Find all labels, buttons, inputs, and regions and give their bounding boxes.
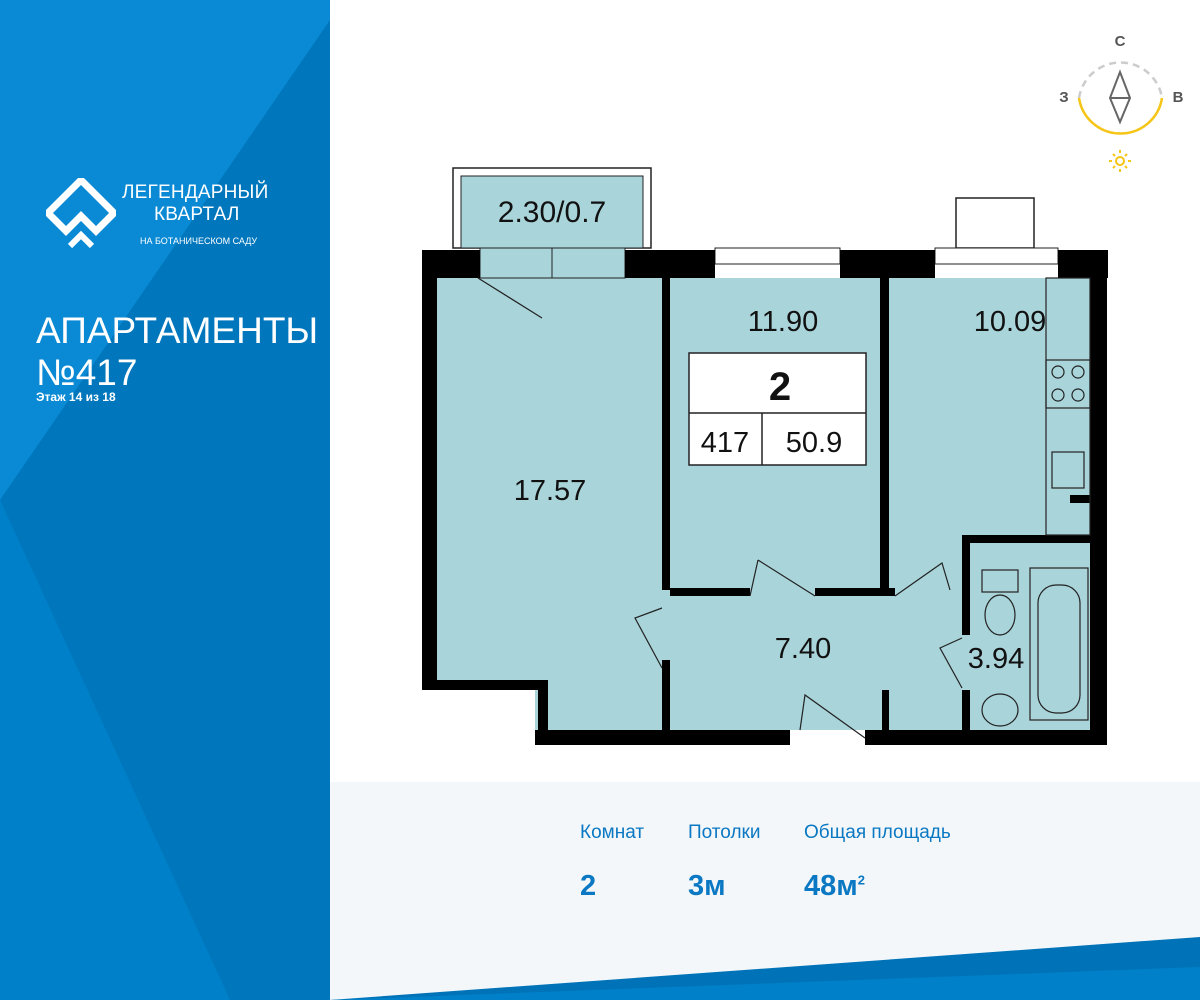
sidebar: ЛЕГЕНДАРНЫЙ КВАРТАЛ НА БОТАНИЧЕСКОМ САДУ…	[0, 0, 330, 1000]
balcony-area: 2.30/0.7	[498, 196, 606, 229]
room-hall-area: 7.40	[775, 633, 831, 665]
stat-total-area: Общая площадь 48м2	[804, 822, 951, 903]
stat-value: 3м	[688, 870, 726, 902]
compass-east: В	[1173, 89, 1184, 106]
compass-west: З	[1059, 89, 1068, 106]
apartment-heading: АПАРТАМЕНТЫ №417	[36, 310, 318, 394]
stat-value: 48м	[804, 870, 858, 902]
stat-label: Потолки	[688, 822, 761, 843]
compass-north: С	[1115, 33, 1126, 50]
brand-line1: ЛЕГЕНДАРНЫЙ	[122, 182, 269, 203]
bottom-decoration	[330, 937, 1200, 1000]
sink	[981, 693, 1019, 727]
info-number: 417	[701, 427, 749, 459]
room-kitchen-area: 10.09	[974, 306, 1047, 338]
info-area: 50.9	[786, 427, 842, 459]
background-shapes	[0, 0, 330, 1000]
brand-logo: ЛЕГЕНДАРНЫЙ КВАРТАЛ НА БОТАНИЧЕСКОМ САДУ	[43, 175, 268, 258]
doors	[477, 277, 963, 739]
floor-info: Этаж 14 из 18	[36, 390, 116, 404]
room-bedroom-area: 11.90	[748, 306, 818, 338]
info-rooms: 2	[769, 365, 791, 409]
stat-unit-sup: 2	[857, 872, 865, 888]
compass-needle-icon	[1108, 69, 1132, 125]
brand-subtitle: НА БОТАНИЧЕСКОМ САДУ	[140, 236, 258, 246]
stat-rooms: Комнат 2	[580, 822, 644, 903]
apartment-title: АПАРТАМЕНТЫ	[36, 310, 319, 351]
kitchen-fixtures	[981, 277, 1091, 727]
floor-plan: С З В 2.30/0.7	[422, 33, 1184, 745]
stat-label: Общая площадь	[804, 822, 951, 843]
compass: С З В	[1059, 33, 1184, 172]
rooms-floor	[437, 278, 1090, 730]
stat-ceilings: Потолки 3м	[688, 822, 760, 903]
bathtub	[1029, 567, 1089, 721]
room-living-area: 17.57	[514, 475, 587, 507]
apartment-number: №417	[36, 352, 138, 393]
brand-line2: КВАРТАЛ	[154, 204, 240, 225]
stat-label: Комнат	[580, 822, 645, 843]
stat-value: 2	[580, 870, 597, 902]
sun-icon	[1109, 150, 1131, 172]
stats-panel: Комнат 2 Потолки 3м Общая площадь 48м2	[330, 782, 1200, 1000]
balcony: 2.30/0.7	[452, 167, 1035, 249]
walls	[422, 250, 1108, 745]
room-bath-area: 3.94	[968, 643, 1024, 675]
toilet	[984, 594, 1016, 636]
info-box: 2 417 50.9	[688, 352, 867, 466]
logo-icon	[43, 175, 119, 249]
